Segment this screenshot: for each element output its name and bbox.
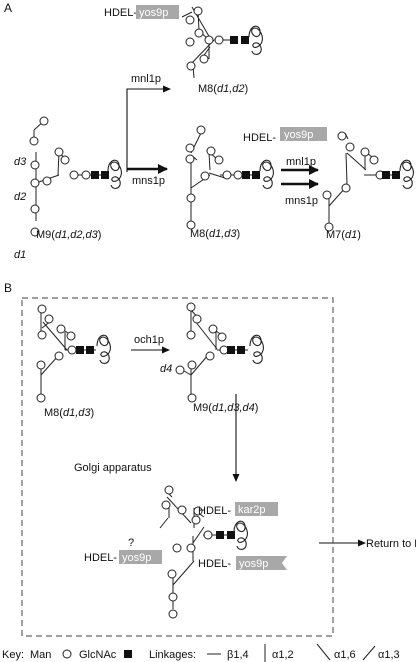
tag-hdel-label: HDEL- xyxy=(84,552,117,564)
key-linkages-title: Linkages: xyxy=(149,649,196,661)
question-mark: ? xyxy=(128,537,134,549)
tag-yos9p-label: yos9p xyxy=(284,129,313,141)
structure-label-m8-d1d3-golgi: M8(d1,d3) xyxy=(44,407,94,419)
structure-label-m8-d1d2: M8(d1,d2) xyxy=(198,83,248,95)
tag-hdel-yos9p-3: HDEL- yos9p xyxy=(84,550,162,564)
tag-hdel-yos9p-4: HDEL- yos9p xyxy=(198,556,287,570)
key-a12-label: α1,2 xyxy=(272,649,294,661)
structure-label-m7-d1: M7(d1) xyxy=(326,229,361,241)
golgi-boundary xyxy=(21,297,334,637)
glycan-m7-d1 xyxy=(322,131,414,232)
branch-label-d2: d2 xyxy=(14,191,26,203)
enzyme-mns1p-label-2: mns1p xyxy=(285,195,318,207)
glycan-m9-d1d3d4 xyxy=(175,302,264,403)
enzyme-mnl1p-label-1: mnl1p xyxy=(131,73,161,85)
key-a16-line xyxy=(316,643,331,661)
key-glcnac-label: GlcNAc xyxy=(79,649,117,661)
panel-label-a: A xyxy=(4,1,12,15)
tag-hdel-yos9p-1: HDEL- yos9p xyxy=(104,5,179,19)
tag-hdel-kar2p: HDEL- kar2p xyxy=(198,502,278,517)
branch-label-d4: d4 xyxy=(160,363,172,375)
structure-label-m9-d1d2d3: M9(d1,d2,d3) xyxy=(36,229,101,241)
tag-yos9p-label: yos9p xyxy=(139,7,168,19)
tag-hdel-label: HDEL- xyxy=(198,505,231,517)
key-a13-line xyxy=(362,645,376,661)
tag-hdel-label: HDEL- xyxy=(198,558,231,570)
tag-hdel-yos9p-2: HDEL- yos9p xyxy=(243,127,327,144)
glycan-m8-d1d2 xyxy=(181,6,263,79)
tag-kar2p-label: kar2p xyxy=(238,504,266,516)
arrow-to-m8-d1d2 xyxy=(126,85,171,172)
key-man-label: Man xyxy=(30,649,51,661)
glycan-m8-d1d3-golgi xyxy=(36,304,111,403)
key-glcnac-symbol xyxy=(124,650,132,658)
enzyme-mns1p-label-1: mns1p xyxy=(132,175,165,187)
glycan-er-retrieval xyxy=(159,485,248,619)
structure-label-m8-d1d3: M8(d1,d3) xyxy=(190,228,240,240)
panel-label-b: B xyxy=(4,281,12,295)
golgi-label: Golgi apparatus xyxy=(74,462,152,474)
key-b14-label: β1,4 xyxy=(227,649,249,661)
legend-key: Key: Man GlcNAc Linkages: β1,4 α1,2 α1,6… xyxy=(2,643,400,662)
glycan-m8-d1d3 xyxy=(185,125,274,230)
glycan-m9-d1d2d3 xyxy=(29,116,122,237)
key-a16-label: α1,6 xyxy=(334,649,356,661)
structure-label-m9-d1d3d4: M9(d1,d3,d4) xyxy=(193,402,258,414)
tag-hdel-label: HDEL- xyxy=(243,132,276,144)
enzyme-mnl1p-label-2: mnl1p xyxy=(286,156,316,168)
key-title: Key: xyxy=(2,649,24,661)
branch-label-d3: d3 xyxy=(14,156,27,168)
tag-hdel-label: HDEL- xyxy=(104,7,137,19)
tag-yos9p-label: yos9p xyxy=(122,552,151,564)
key-man-symbol xyxy=(62,649,72,659)
return-to-er-label: Return to ER xyxy=(366,538,416,550)
tag-yos9p-label: yos9p xyxy=(239,558,268,570)
branch-label-d1: d1 xyxy=(14,249,26,261)
enzyme-och1p-label: och1p xyxy=(134,334,164,346)
key-a13-label: α1,3 xyxy=(378,649,400,661)
